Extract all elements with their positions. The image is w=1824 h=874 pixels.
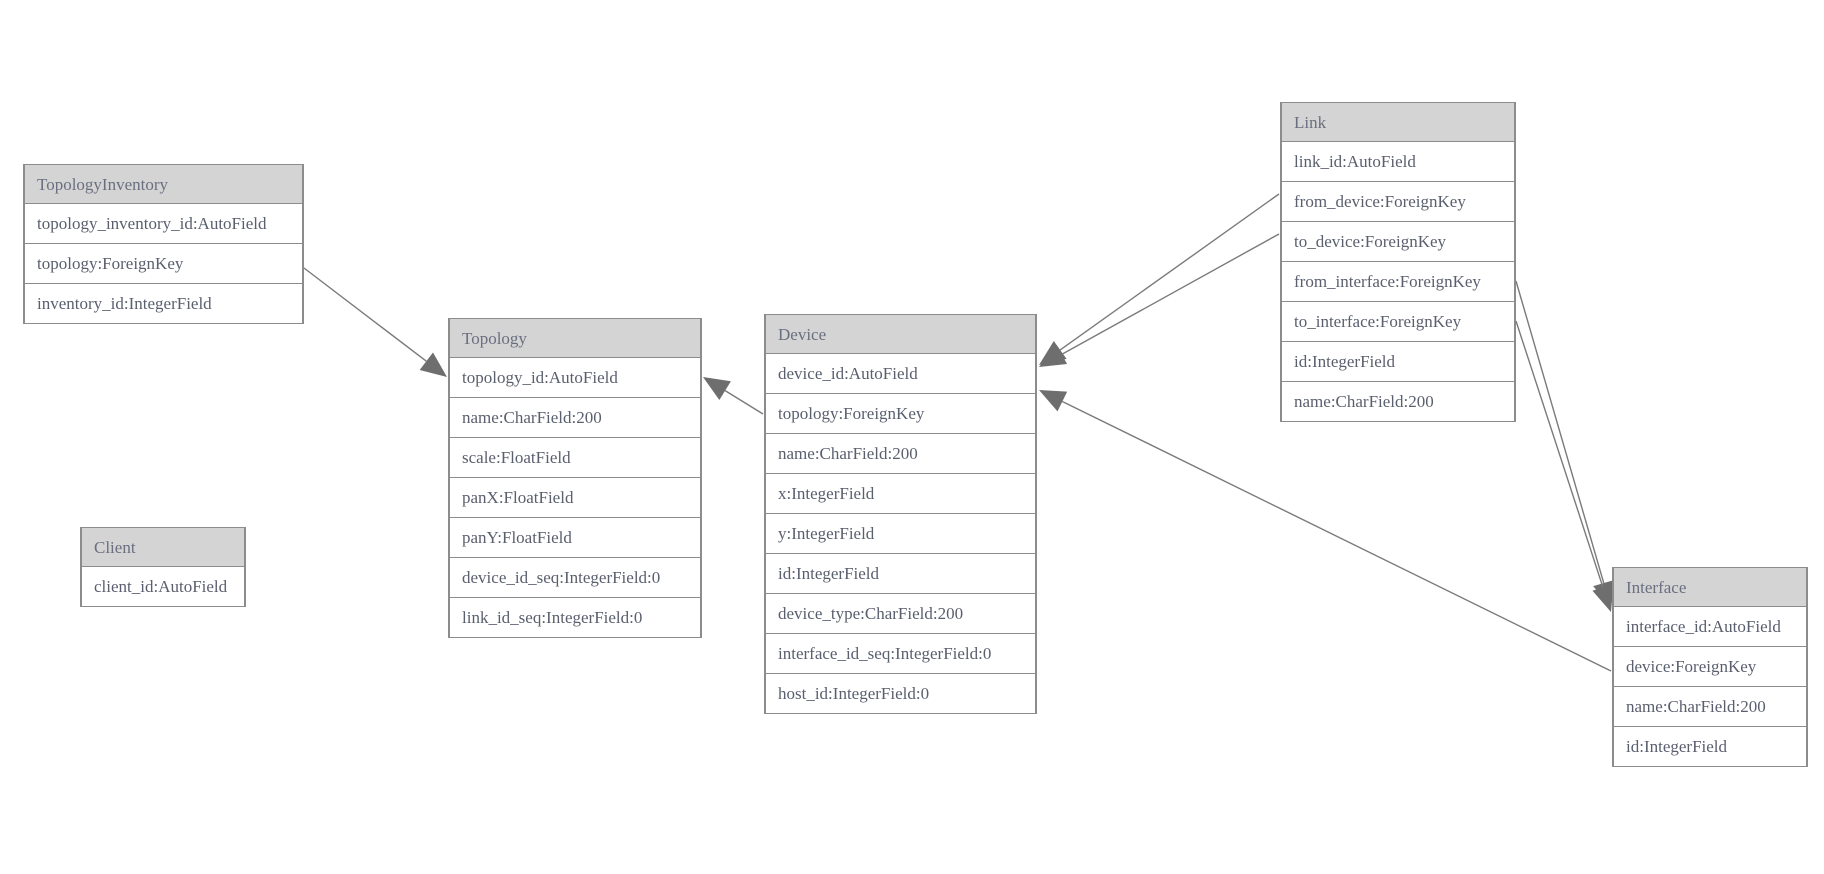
entity-field: from_interface:ForeignKey xyxy=(1281,262,1515,302)
relationship-device-topology: Device.topology -> Topology xyxy=(703,377,764,415)
relationship-arrowhead-icon xyxy=(1592,583,1614,612)
entity-field: interface_id:AutoField xyxy=(1613,607,1807,647)
relationship-link-to-device: Link.to_device -> Device xyxy=(1039,233,1280,367)
entity-field: client_id:AutoField xyxy=(81,567,245,607)
relationship-arrowhead-icon xyxy=(1039,390,1068,412)
entity-title-topology: Topology xyxy=(449,318,701,358)
relationship-arrowhead-icon xyxy=(1039,340,1067,365)
entity-field: interface_id_seq:IntegerField:0 xyxy=(765,634,1036,674)
entity-field: device_type:CharField:200 xyxy=(765,594,1036,634)
relationship-link-from-interface: Link.from_interface -> Interface xyxy=(1515,280,1615,608)
entity-field: name:CharField:200 xyxy=(1613,687,1807,727)
relationship-interface-device: Interface.device -> Device xyxy=(1039,390,1612,672)
relationship-line xyxy=(1062,400,1612,672)
entity-field: id:IntegerField xyxy=(765,554,1036,594)
relationship-line xyxy=(1061,233,1280,356)
entity-field: panY:FloatField xyxy=(449,518,701,558)
relationship-line xyxy=(1515,320,1604,588)
relationship-arrowhead-icon xyxy=(703,377,731,401)
relationship-arrowhead-icon xyxy=(1039,344,1068,367)
entity-field: x:IntegerField xyxy=(765,474,1036,514)
entity-field: to_device:ForeignKey xyxy=(1281,222,1515,262)
entity-field: from_device:ForeignKey xyxy=(1281,182,1515,222)
entity-field: to_interface:ForeignKey xyxy=(1281,302,1515,342)
entity-title-link: Link xyxy=(1281,102,1515,142)
relationship-arrowhead-icon xyxy=(419,352,447,377)
entity-field: inventory_id:IntegerField xyxy=(24,284,303,324)
relationship-line xyxy=(1515,280,1605,584)
entity-field: name:CharField:200 xyxy=(449,398,701,438)
entity-field: name:CharField:200 xyxy=(765,434,1036,474)
entity-field: name:CharField:200 xyxy=(1281,382,1515,422)
entity-field: scale:FloatField xyxy=(449,438,701,478)
entity-field: y:IntegerField xyxy=(765,514,1036,554)
entity-field: topology_id:AutoField xyxy=(449,358,701,398)
relationship-link-from-device: Link.from_device -> Device xyxy=(1039,193,1280,365)
entity-title-interface: Interface xyxy=(1613,567,1807,607)
entity-field: id:IntegerField xyxy=(1281,342,1515,382)
entity-field: device:ForeignKey xyxy=(1613,647,1807,687)
relationship-link-to-interface: Link.to_interface -> Interface xyxy=(1515,320,1614,612)
entity-field: panX:FloatField xyxy=(449,478,701,518)
relationship-line xyxy=(303,267,427,362)
relationship-line xyxy=(724,390,764,415)
entity-title-device: Device xyxy=(765,314,1036,354)
relationship-topologyinventory-topology: TopologyInventory.topology -> Topology xyxy=(303,267,447,377)
entity-field: topology:ForeignKey xyxy=(765,394,1036,434)
entity-title-topology_inventory: TopologyInventory xyxy=(24,164,303,204)
entity-title-client: Client xyxy=(81,527,245,567)
entity-field: device_id_seq:IntegerField:0 xyxy=(449,558,701,598)
entity-field: host_id:IntegerField:0 xyxy=(765,674,1036,714)
relationship-line xyxy=(1059,193,1280,351)
entity-field: device_id:AutoField xyxy=(765,354,1036,394)
entity-field: topology:ForeignKey xyxy=(24,244,303,284)
entity-field: id:IntegerField xyxy=(1613,727,1807,767)
entity-field: link_id:AutoField xyxy=(1281,142,1515,182)
entity-field: topology_inventory_id:AutoField xyxy=(24,204,303,244)
entity-field: link_id_seq:IntegerField:0 xyxy=(449,598,701,638)
